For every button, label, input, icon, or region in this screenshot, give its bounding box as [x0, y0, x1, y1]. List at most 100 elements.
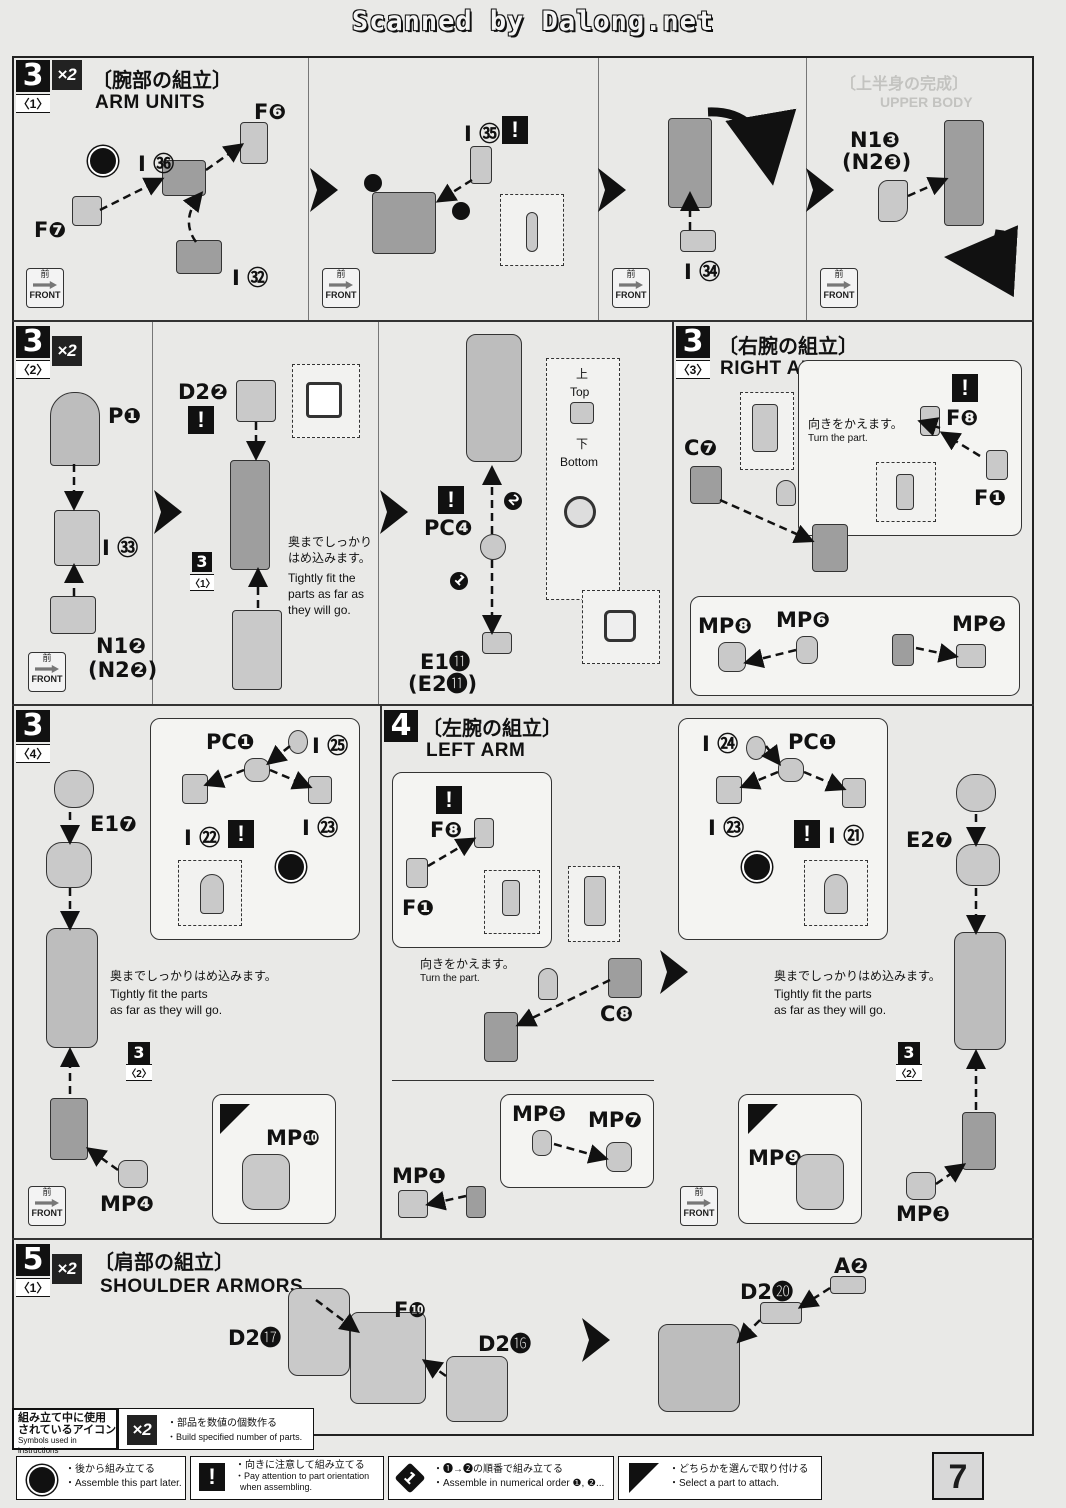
part-i23 [308, 776, 332, 804]
assemble-later-icon [88, 146, 118, 176]
part-mp8 [718, 642, 746, 672]
part-f-small [538, 968, 558, 1000]
scan-watermark: Scanned by Dalong.net [0, 0, 1066, 52]
part-f7 [72, 196, 102, 226]
label-mp2: MP❷ [952, 612, 1007, 636]
part-f6 [240, 122, 268, 164]
front-jp: 前 [42, 1187, 52, 1197]
part-pc4 [480, 534, 506, 560]
front-indicator: 前 FRONT [322, 268, 360, 308]
arm-base-part [232, 610, 282, 690]
label-n22: (N2❷) [88, 658, 158, 682]
legend-multiply: ×2 ・部品を数値の個数作る ・Build specified number o… [118, 1408, 314, 1450]
part-f8-side [502, 880, 520, 916]
orientation-warning-icon: ! [436, 786, 462, 814]
hand-part-small [466, 1186, 486, 1218]
legend-later: ・後から組み立てる ・Assemble this part later. [16, 1456, 186, 1500]
ghost-jp-title: 〔上半身の完成〕 [840, 76, 969, 93]
row-divider-1 [12, 320, 1034, 322]
ref-step-number: 3 [898, 1042, 920, 1064]
col-divider-d [672, 322, 674, 704]
part-f8-side [896, 474, 914, 510]
part-mp9-hand [796, 1154, 844, 1210]
front-indicator: 前 FRONT [28, 652, 66, 692]
front-jp: 前 [336, 269, 346, 279]
note-en: Tightly fit the parts as far as they wil… [774, 987, 887, 1017]
label-f10: F❿ [394, 1298, 427, 1322]
turn-note-en: Turn the part. [420, 973, 480, 984]
part-p1 [50, 392, 100, 466]
col-divider-e [380, 706, 382, 1238]
part-n1-2 [50, 596, 96, 634]
note-jp: 奥までしっかりはめ込みます。 [774, 969, 941, 983]
orientation-warning-icon: ! [199, 1463, 225, 1491]
label-i22: I ㉒ [184, 826, 221, 850]
part-f-small [776, 480, 796, 506]
part-i23 [716, 776, 742, 804]
front-indicator: 前 FRONT [28, 1186, 66, 1226]
part-mp10-hand [242, 1154, 290, 1210]
label-mp7: MP❼ [588, 1108, 643, 1132]
step-number: 3 [16, 710, 50, 742]
step-number: 4 [384, 710, 418, 742]
legend-title-box: 組み立て中に使用 されているアイコン Symbols used in instr… [12, 1408, 118, 1455]
label-pc1: PC❶ [206, 730, 255, 754]
orientation-warning-icon: ! [228, 820, 254, 848]
label-pc4: PC❹ [424, 516, 473, 540]
part-mp7 [606, 1142, 632, 1172]
part-i35 [470, 146, 492, 184]
top-label-en: Top [570, 385, 590, 399]
label-pc1: PC❶ [788, 730, 837, 754]
front-arrow-icon [35, 665, 59, 673]
part-elbow-joint [956, 774, 996, 812]
label-e211: (E2⓫) [408, 672, 478, 696]
col-divider-f [152, 322, 153, 704]
part-i22-detail [200, 874, 224, 914]
part-f1 [406, 858, 428, 888]
assemble-later-icon [276, 852, 306, 882]
label-f7: F❼ [34, 218, 67, 242]
step-number: 3 [16, 326, 50, 358]
label-d220: D2⓴ [740, 1280, 794, 1304]
step-number: 3 [16, 60, 50, 92]
front-arrow-icon [33, 281, 57, 289]
label-n13: N1❸ [850, 128, 900, 152]
col-divider-a [308, 58, 309, 320]
step-number: 3 [676, 326, 710, 358]
part-f1 [986, 450, 1008, 480]
front-en: FRONT [31, 1208, 63, 1218]
part-i22 [182, 774, 208, 804]
col-divider-b [598, 58, 599, 320]
label-e27: E2❼ [906, 828, 953, 852]
part-e1-7 [46, 842, 92, 888]
front-jp: 前 [626, 269, 636, 279]
front-en: FRONT [683, 1208, 715, 1218]
label-n12: N1❷ [96, 634, 146, 658]
label-d217: D2⓱ [228, 1326, 282, 1350]
legend-order-jp: ・❶→❷の順番で組み立てる [433, 1464, 563, 1475]
part-d2-17 [288, 1288, 350, 1376]
divider [392, 1080, 654, 1081]
label-mp8: MP❽ [698, 614, 753, 638]
front-indicator: 前 FRONT [612, 268, 650, 308]
detail-box [178, 860, 242, 926]
front-en: FRONT [29, 290, 61, 300]
label-i23: I ㉓ [708, 816, 745, 840]
label-f1: F❶ [402, 896, 435, 920]
orientation-warning-icon: ! [188, 406, 214, 434]
part-e2-7 [956, 844, 1000, 886]
label-c7: C❼ [684, 436, 718, 460]
part-c8 [608, 958, 642, 998]
multiply-icon: ×2 [52, 1254, 82, 1284]
label-i36: I ㊱ [138, 152, 175, 176]
substep-label: 〈3〉 [676, 360, 710, 379]
part-f8 [920, 406, 940, 436]
row-divider-3 [12, 1238, 1034, 1240]
note-jp: 奥までしっかりはめ込みます。 [110, 969, 277, 983]
orientation-warning-icon: ! [952, 374, 978, 402]
col-divider-c [806, 58, 807, 320]
part-pc1 [244, 758, 270, 782]
arm-assembly-1 [372, 192, 436, 254]
part-d2-2 [236, 380, 276, 422]
bottom-label-jp: 下 [576, 437, 589, 451]
